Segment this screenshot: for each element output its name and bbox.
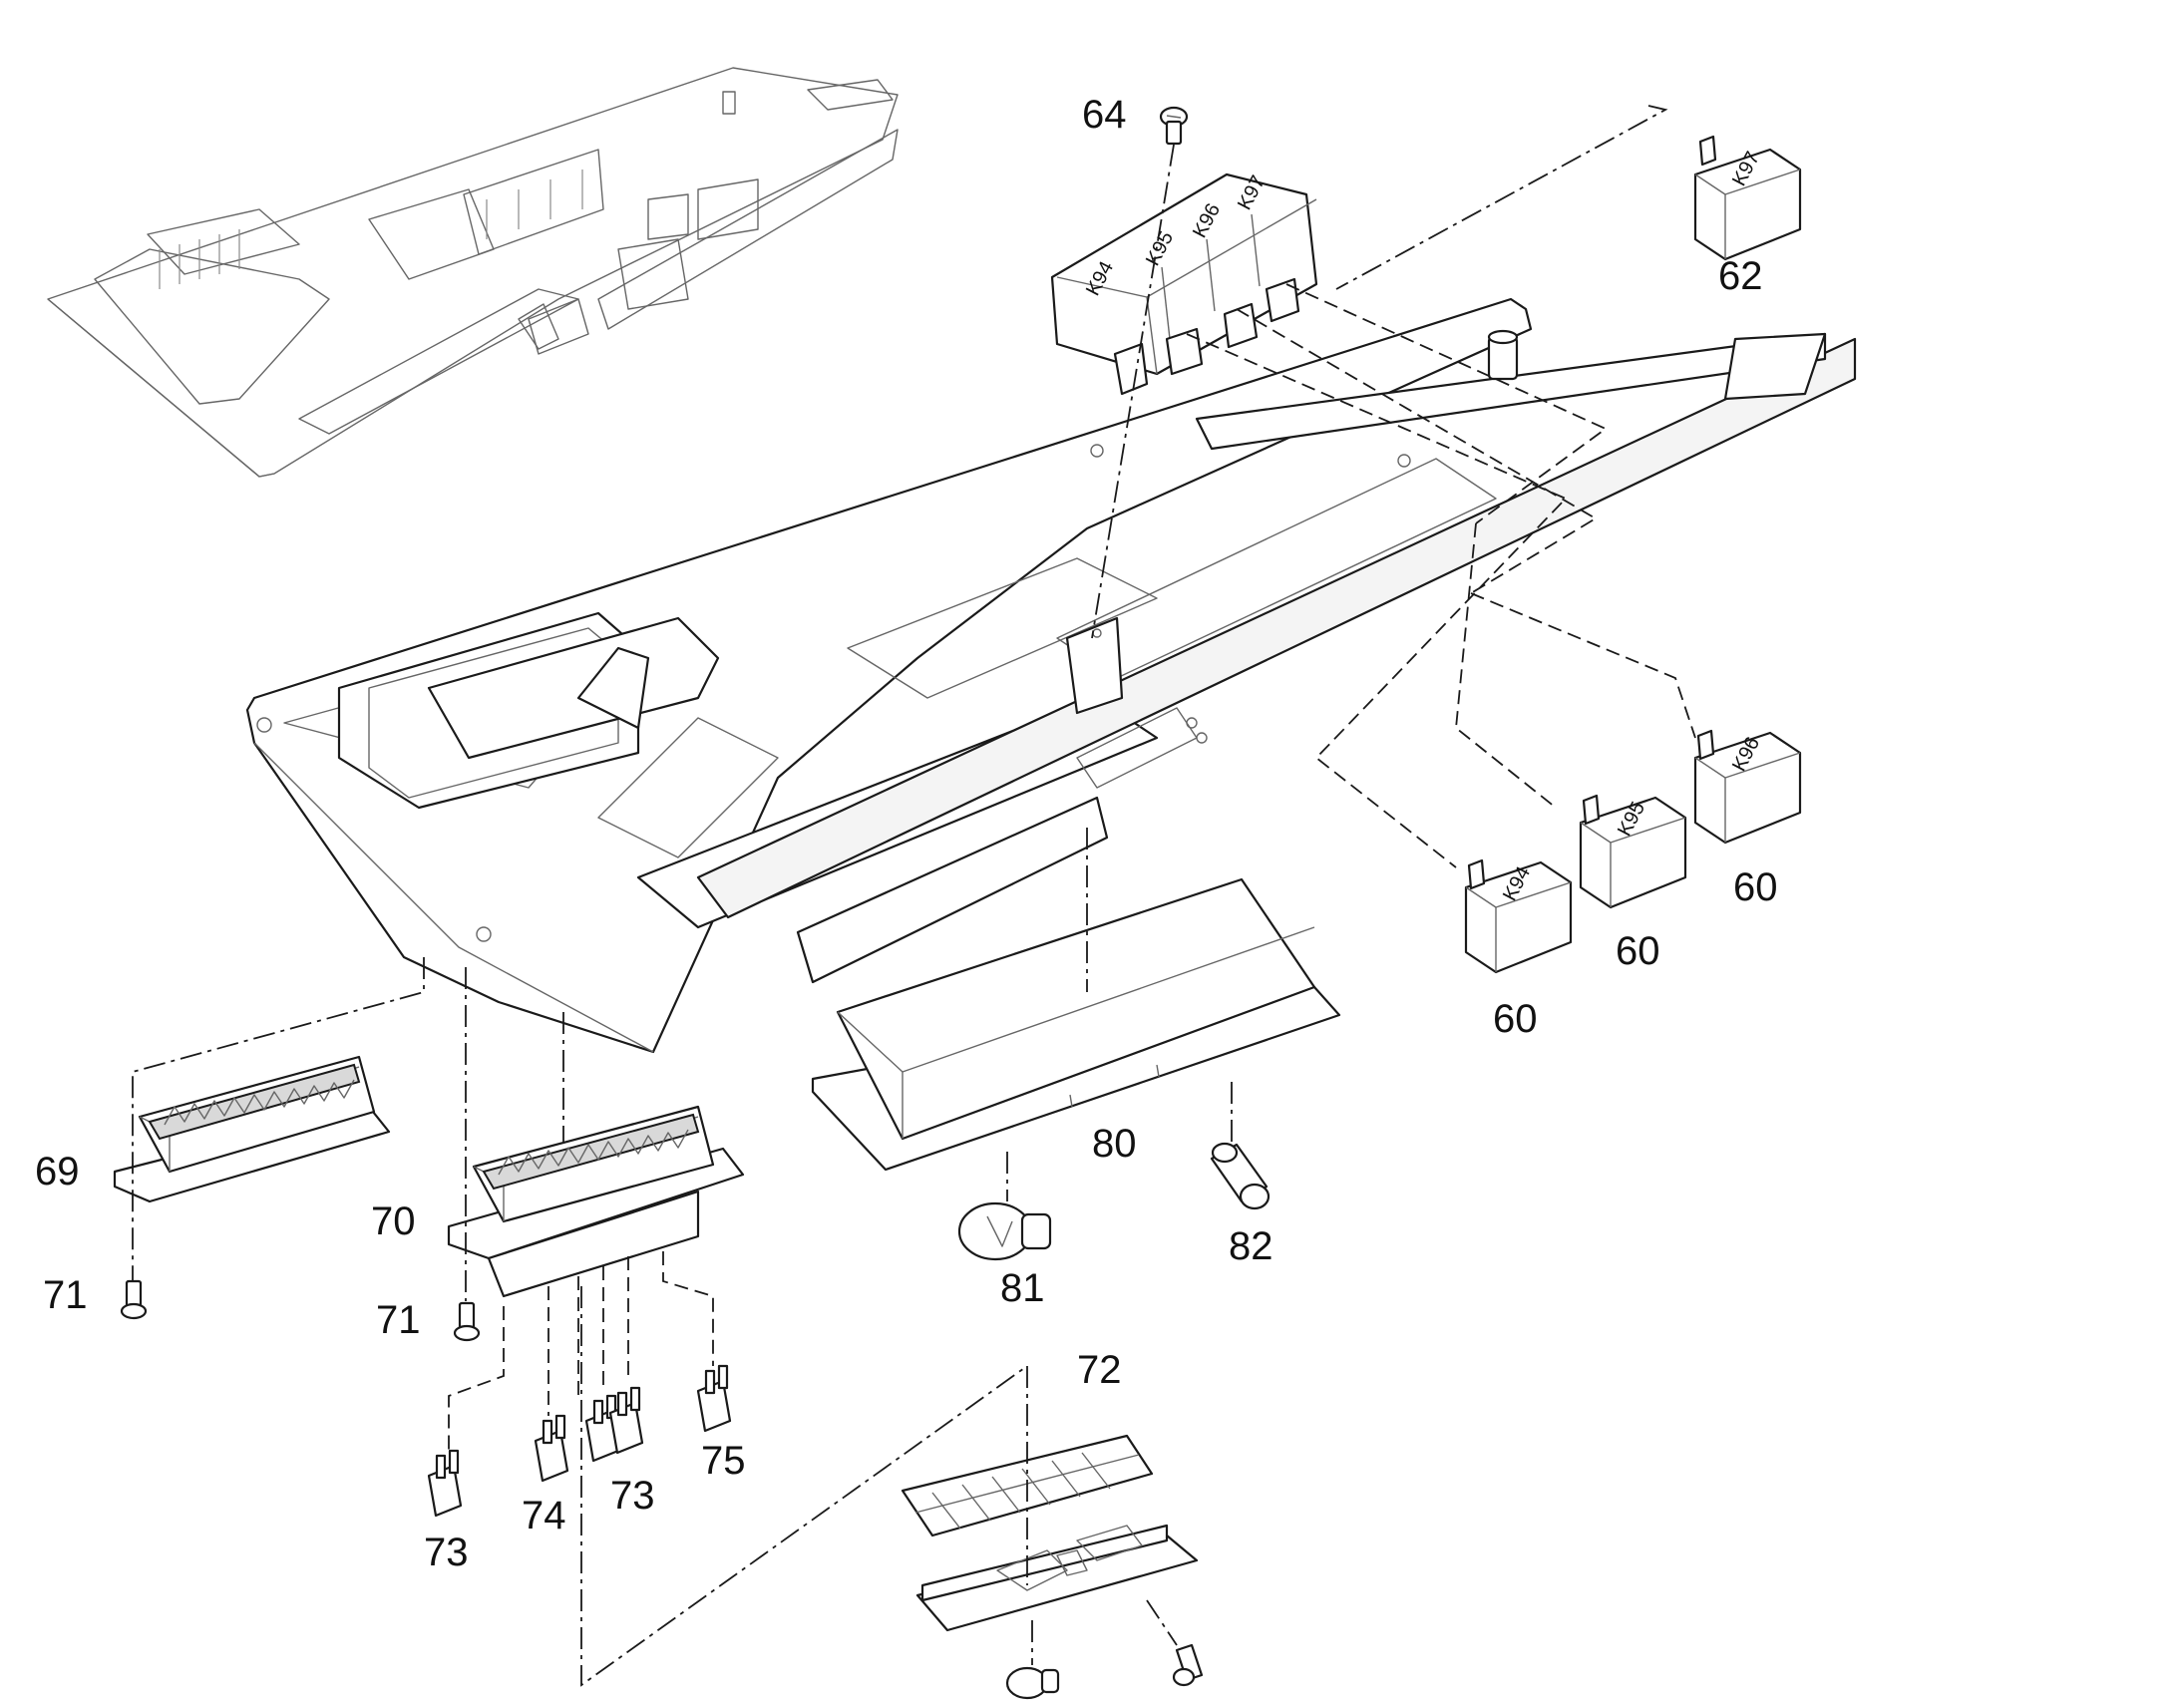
bulb-72-left	[1005, 1666, 1060, 1700]
callout-74: 74	[522, 1494, 566, 1537]
connector-69	[113, 1055, 391, 1203]
callout-81: 81	[1000, 1266, 1045, 1310]
fuse-73-left	[427, 1449, 463, 1518]
relay-k95: K95	[1579, 794, 1687, 909]
callout-60-k94: 60	[1493, 997, 1538, 1041]
callout-73-left: 73	[424, 1531, 469, 1574]
overview-assembly	[47, 67, 899, 478]
callout-62: 62	[1718, 254, 1763, 298]
connector-70	[447, 1105, 745, 1298]
lamp-base-72	[915, 1524, 1199, 1632]
lamp-housing-80	[811, 877, 1341, 1172]
bulb-82	[1210, 1142, 1271, 1210]
fuse-74	[534, 1414, 569, 1483]
callout-80: 80	[1092, 1122, 1137, 1166]
relay-k97: K97	[1693, 135, 1802, 261]
callout-60-k95: 60	[1616, 929, 1660, 973]
callout-60-k96: 60	[1733, 865, 1778, 909]
callout-69: 69	[35, 1150, 80, 1194]
callout-64: 64	[1082, 93, 1127, 137]
bulb-72-right	[1172, 1643, 1204, 1687]
callout-82: 82	[1229, 1224, 1273, 1268]
screw-71-left	[120, 1279, 148, 1320]
bulb-81	[957, 1201, 1052, 1261]
callout-73-middle: 73	[610, 1474, 655, 1518]
callout-70: 70	[371, 1199, 416, 1243]
base-plate	[245, 297, 1857, 1054]
callout-71-left: 71	[43, 1273, 88, 1317]
fuse-73-middle	[584, 1386, 644, 1463]
relay-socket-block: K94 K95 K96 K97	[1050, 172, 1318, 396]
callout-75: 75	[701, 1439, 746, 1483]
relay-k94: K94	[1464, 858, 1573, 974]
callout-72: 72	[1077, 1348, 1122, 1392]
fuse-75	[696, 1364, 732, 1433]
screw-71-right	[453, 1301, 481, 1342]
leader-lines	[132, 105, 1696, 1687]
screw-64	[1159, 106, 1189, 146]
relay-k96: K96	[1693, 729, 1802, 845]
callout-71-right: 71	[376, 1298, 421, 1342]
